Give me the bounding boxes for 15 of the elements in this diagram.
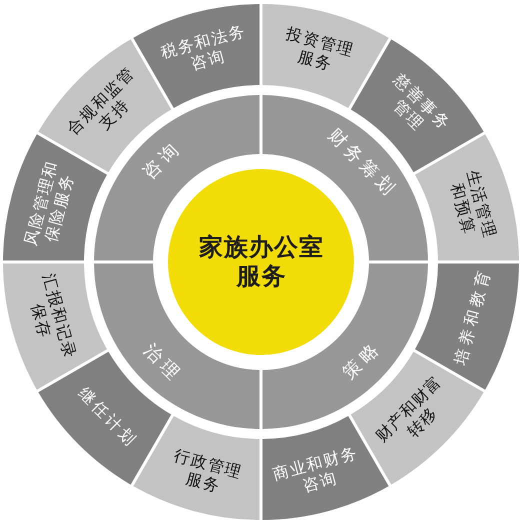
segment-label: 投资管理服务: [283, 23, 358, 76]
segment-label: 行政管理服务: [170, 444, 246, 498]
segment-label: 培养和教育: [448, 264, 495, 370]
center-circle: [168, 169, 354, 355]
segment-label: 生活管理和预算: [446, 166, 500, 242]
center-label: 家族办公室服务: [198, 233, 325, 291]
segment-label: 咨询: [137, 134, 187, 186]
segment-label: 商业和财务咨询: [270, 442, 362, 498]
outer-ring-segment: [131, 4, 261, 109]
outer-ring-segment: [414, 132, 519, 262]
segment-label: 税务和法务咨询: [157, 21, 248, 76]
outer-ring-segment: [261, 4, 390, 109]
segment-label: 风险管理和保险服务: [20, 156, 80, 250]
segment-label: 合规和监管支持: [62, 62, 140, 140]
segment-label: 汇报和记录保存: [26, 270, 81, 364]
